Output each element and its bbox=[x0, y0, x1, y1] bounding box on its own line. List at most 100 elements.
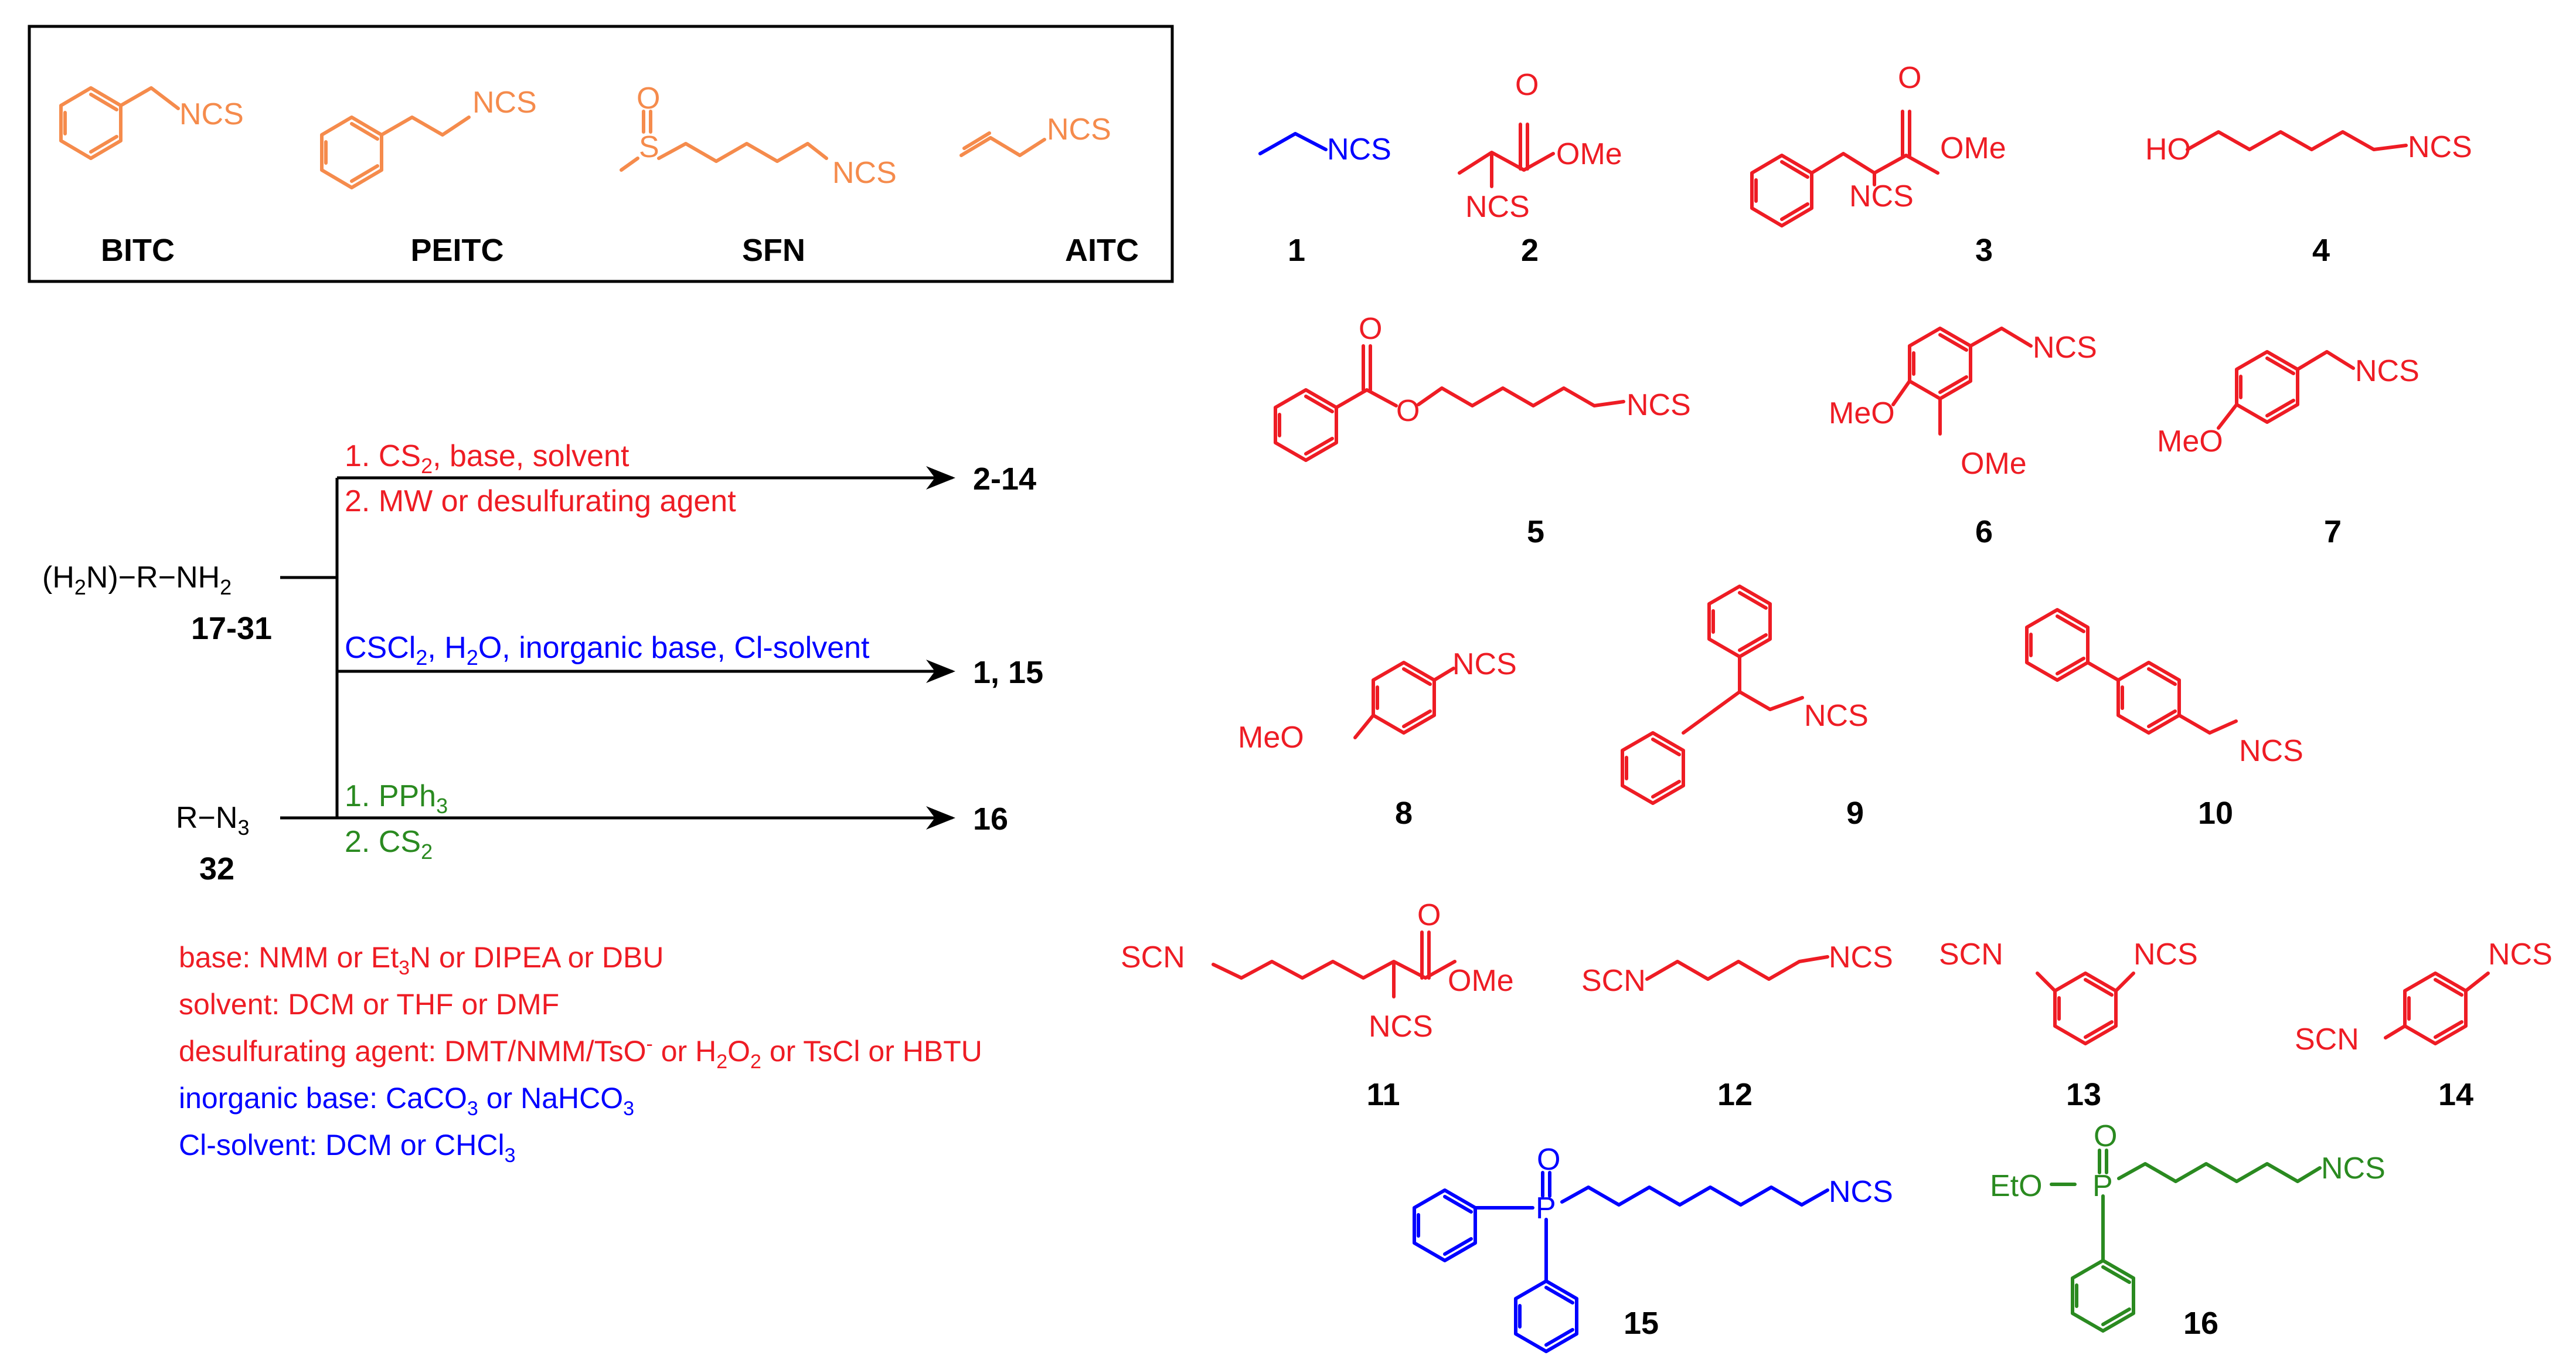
compound-16-group-o: O bbox=[2094, 1119, 2117, 1153]
reference-compounds-box: NCS BITC NCS PEITC O S NCS SFN NCS AITC bbox=[28, 25, 1174, 283]
legend-solvent: solvent: DCM or THF or DMF bbox=[179, 988, 559, 1021]
legend-cl-solvent: Cl-solvent: DCM or CHCl3 bbox=[179, 1129, 516, 1167]
compound-7-group-ncs: NCS bbox=[2355, 354, 2420, 388]
compound-11-label: 11 bbox=[1366, 1077, 1400, 1112]
azide-formula: R−N3 bbox=[176, 801, 250, 840]
sfn-name: SFN bbox=[742, 233, 805, 268]
compound-14-label: 14 bbox=[2438, 1077, 2473, 1112]
compound-12-label: 12 bbox=[1717, 1077, 1753, 1112]
compound-12-group-scn: SCN bbox=[1581, 964, 1646, 998]
route1-step2: 2. MW or desulfurating agent bbox=[345, 484, 736, 518]
compound-8-group-meo: MeO bbox=[1238, 721, 1304, 755]
structure-compound-1: NCS bbox=[1258, 132, 1391, 167]
synthesis-scheme: (H2N)−R−NH2 17-31 R−N3 32 1. CS2, base, … bbox=[42, 439, 1043, 886]
compound-16-label: 16 bbox=[2183, 1306, 2218, 1341]
compound-2-group-o: O bbox=[1515, 68, 1539, 102]
structure-compound-3: O OMe NCS bbox=[1750, 61, 2006, 227]
compound-2-group-ncs: NCS bbox=[1465, 190, 1530, 224]
compound-15-group-o: O bbox=[1537, 1143, 1560, 1177]
compound-5-group-o-ester: O bbox=[1396, 394, 1420, 428]
compound-8-group-ncs: NCS bbox=[1452, 647, 1517, 681]
compound-4-group-ncs: NCS bbox=[2408, 130, 2472, 164]
compound-15-group-p: P bbox=[1536, 1191, 1556, 1225]
route3-step1: 1. PPh3 bbox=[345, 779, 448, 818]
compound-14-group-ncs: NCS bbox=[2488, 937, 2553, 971]
structure-compound-5: O O NCS bbox=[1274, 312, 1691, 462]
compound-15-group-ncs: NCS bbox=[1829, 1175, 1893, 1209]
compound-3-group-ncs: NCS bbox=[1849, 179, 1914, 213]
compound-6-group-ncs: NCS bbox=[2033, 331, 2097, 365]
compound-5-label: 5 bbox=[1527, 514, 1544, 549]
compound-3-group-o: O bbox=[1898, 61, 1921, 95]
compound-2-label: 2 bbox=[1521, 233, 1539, 268]
compound-12-group-ncs: NCS bbox=[1829, 940, 1893, 974]
structure-aitc: NCS bbox=[959, 113, 1111, 157]
structure-compound-2: O OMe NCS bbox=[1458, 68, 1622, 224]
compound-13-label: 13 bbox=[2066, 1077, 2101, 1112]
compound-11-group-o: O bbox=[1417, 898, 1441, 932]
compound-4-label: 4 bbox=[2312, 233, 2330, 268]
compound-6-label: 6 bbox=[1975, 514, 1993, 549]
compound-1-label: 1 bbox=[1288, 233, 1305, 268]
compound-14-group-scn: SCN bbox=[2295, 1022, 2359, 1057]
compound-3-group-ome: OMe bbox=[1940, 131, 2006, 165]
compound-11-group-ome: OMe bbox=[1448, 964, 1514, 998]
structure-peitc: NCS bbox=[320, 86, 537, 189]
structure-compound-13: SCN NCS bbox=[1939, 937, 2198, 1045]
route2-conditions: CSCl2, H2O, inorganic base, Cl-solvent bbox=[345, 631, 870, 670]
compound-7-label: 7 bbox=[2324, 514, 2342, 549]
route2-product: 1, 15 bbox=[973, 655, 1043, 690]
compound-6-group-ome: OMe bbox=[1961, 447, 2027, 481]
route3-step2: 2. CS2 bbox=[345, 825, 433, 864]
structure-compound-16: O EtO P NCS bbox=[1990, 1119, 2386, 1333]
compound-10-group-ncs: NCS bbox=[2239, 734, 2303, 768]
diamine-label: 17-31 bbox=[191, 611, 272, 646]
compound-7-group-meo: MeO bbox=[2157, 424, 2223, 458]
compound-16-group-eto: EtO bbox=[1990, 1169, 2043, 1203]
peitc-group-ncs: NCS bbox=[472, 86, 537, 120]
compound-13-group-scn: SCN bbox=[1939, 937, 2003, 971]
structure-compound-8: NCS MeO bbox=[1238, 647, 1517, 755]
compound-10-label: 10 bbox=[2198, 796, 2233, 831]
compound-11-group-scn: SCN bbox=[1121, 940, 1185, 974]
compound-9-group-ncs: NCS bbox=[1804, 699, 1869, 733]
structure-compound-4: HO NCS bbox=[2145, 130, 2472, 167]
structure-compound-12: SCN NCS bbox=[1581, 940, 1893, 998]
compound-5-group-o-carbonyl: O bbox=[1359, 312, 1382, 346]
compound-9-label: 9 bbox=[1846, 796, 1864, 831]
compound-13-group-ncs: NCS bbox=[2133, 937, 2198, 971]
compound-2-group-ome: OMe bbox=[1556, 137, 1622, 171]
sfn-group-ncs: NCS bbox=[832, 156, 897, 190]
compound-16-group-ncs: NCS bbox=[2321, 1151, 2386, 1185]
conditions-legend: base: NMM or Et3N or DIPEA or DBU solven… bbox=[179, 941, 982, 1167]
bitc-group-ncs: NCS bbox=[179, 97, 244, 131]
compound-6-group-meo: MeO bbox=[1829, 396, 1895, 430]
structure-compound-7: NCS MeO bbox=[2157, 350, 2420, 458]
aitc-name: AITC bbox=[1065, 233, 1139, 268]
structure-compound-15: O P NCS bbox=[1413, 1143, 1893, 1353]
compound-1-group-ncs: NCS bbox=[1327, 133, 1391, 167]
azide-label: 32 bbox=[199, 851, 234, 886]
diamine-formula: (H2N)−R−NH2 bbox=[42, 560, 232, 599]
compound-3-label: 3 bbox=[1975, 233, 1993, 268]
structure-compound-11: SCN O OMe NCS bbox=[1121, 898, 1514, 1044]
structure-sfn: O S NCS bbox=[620, 81, 897, 190]
route1-product: 2-14 bbox=[973, 461, 1036, 497]
sfn-group-o: O bbox=[637, 81, 660, 116]
aitc-group-ncs: NCS bbox=[1047, 113, 1111, 147]
route1-step1: 1. CS2, base, solvent bbox=[345, 439, 629, 478]
bitc-name: BITC bbox=[101, 233, 175, 268]
compound-15-label: 15 bbox=[1624, 1306, 1659, 1341]
route3-product: 16 bbox=[973, 801, 1008, 837]
structure-compound-6: NCS MeO OMe bbox=[1829, 327, 2097, 481]
legend-inorganic-base: inorganic base: CaCO3 or NaHCO3 bbox=[179, 1082, 634, 1120]
structure-compound-10: NCS bbox=[2025, 608, 2303, 768]
legend-base: base: NMM or Et3N or DIPEA or DBU bbox=[179, 941, 663, 979]
structure-compound-14: NCS SCN bbox=[2295, 937, 2553, 1057]
compound-16-group-p: P bbox=[2092, 1169, 2113, 1203]
compound-11-group-ncs: NCS bbox=[1369, 1010, 1433, 1044]
structure-compound-9: NCS bbox=[1621, 585, 1869, 805]
legend-desulfurating-agent: desulfurating agent: DMT/NMM/TsO- or H2O… bbox=[179, 1033, 982, 1073]
sfn-group-s: S bbox=[639, 130, 659, 164]
compound-5-group-ncs: NCS bbox=[1626, 388, 1691, 422]
